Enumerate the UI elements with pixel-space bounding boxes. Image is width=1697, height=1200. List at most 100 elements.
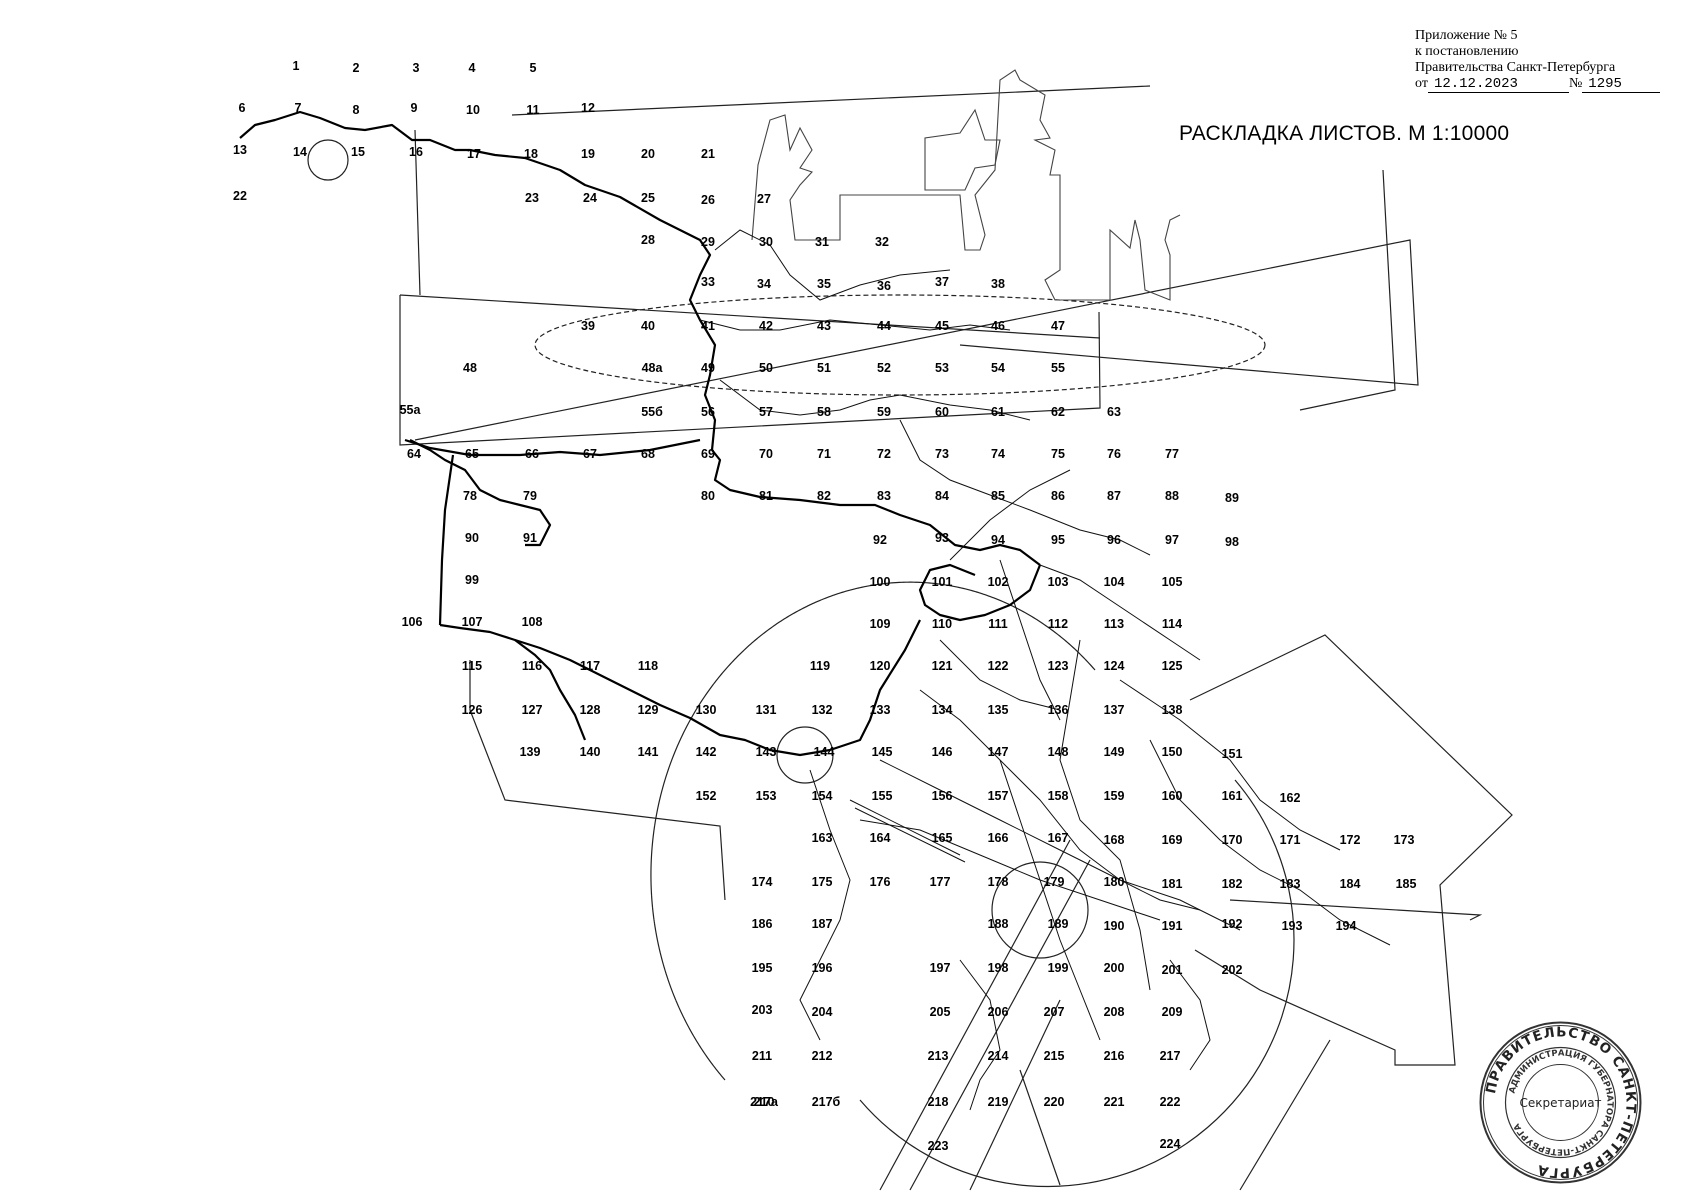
sheet-label: 168: [1104, 833, 1125, 847]
sheet-label: 183: [1280, 877, 1301, 891]
sheet-label: 53: [935, 361, 949, 375]
sheet-label: 179: [1044, 875, 1065, 889]
sheet-label: 196: [812, 961, 833, 975]
sheet-label: 76: [1107, 447, 1121, 461]
document-header: Приложение № 5 к постановлению Правитель…: [1415, 28, 1685, 93]
sheet-label: 55а: [400, 403, 422, 417]
sheet-label: 123: [1048, 659, 1069, 673]
northwest-frame: [511, 85, 1151, 116]
sheet-label: 68: [641, 447, 655, 461]
sheet-label: 15: [351, 145, 365, 159]
sheet-label: 93: [935, 531, 949, 545]
sheet-label: 43: [817, 319, 831, 333]
sheet-label: 180: [1104, 875, 1125, 889]
sheet-label: 176: [870, 875, 891, 889]
sheet-label: 103: [1048, 575, 1069, 589]
sheet-label: 126: [462, 703, 483, 717]
south-arc: [859, 779, 1295, 1188]
sheet-label: 124: [1104, 659, 1125, 673]
sheet-label: 192: [1222, 917, 1243, 931]
sheet-label: 150: [1162, 745, 1183, 759]
sheet-label: 161: [1222, 789, 1243, 803]
road-east-2: [1149, 739, 1391, 946]
sheet-label: 16: [409, 145, 423, 159]
kronstadt-ellipse: [534, 294, 1266, 396]
sheet-label: 181: [1162, 877, 1183, 891]
sheet-label: 71: [817, 447, 831, 461]
sheet-label: 34: [757, 277, 771, 291]
road-north-2: [719, 379, 1031, 421]
sheet-label: 13: [233, 143, 247, 157]
sheet-label: 23: [525, 191, 539, 205]
sheet-label: 3: [413, 61, 420, 75]
sheet-label: 67: [583, 447, 597, 461]
sheet-label: 86: [1051, 489, 1065, 503]
sheet-label: 157: [988, 789, 1009, 803]
southeast-frame: [1189, 634, 1513, 1066]
sheet-label: 9: [411, 101, 418, 115]
sheet-label: 205: [930, 1005, 951, 1019]
sheet-label: 49: [701, 361, 715, 375]
sheet-label: 92: [873, 533, 887, 547]
kotlin-circle: [650, 581, 1096, 1081]
road-vyborg: [714, 229, 951, 301]
sheet-label: 38: [991, 277, 1005, 291]
sheet-label: 125: [1162, 659, 1183, 673]
header-line-1: Приложение № 5: [1415, 28, 1518, 43]
sheet-label: 27: [757, 192, 771, 206]
sheet-label: 105: [1162, 575, 1183, 589]
sheet-label: 135: [988, 703, 1009, 717]
road-south-5: [1059, 639, 1151, 991]
sheet-label: 143: [756, 745, 777, 759]
sheet-label: 1: [293, 59, 300, 73]
sheet-label: 20: [641, 147, 655, 161]
sheet-label: 62: [1051, 405, 1065, 419]
sheet-label: 72: [877, 447, 891, 461]
sheet-label: 85: [991, 489, 1005, 503]
sheet-label: 74: [991, 447, 1005, 461]
sheet-label: 60: [935, 405, 949, 419]
document-number: 1295: [1582, 76, 1661, 93]
sheet-label: 110: [932, 617, 952, 631]
sheet-label: 129: [638, 703, 659, 717]
sheet-label: 132: [812, 703, 833, 717]
sheet-label: 55: [1051, 361, 1065, 375]
kronstadt-frame: [399, 294, 1101, 339]
sheet-label: 89: [1225, 491, 1239, 505]
sheet-label: 202: [1222, 963, 1243, 977]
sheet-label: 159: [1104, 789, 1125, 803]
road-city-grid-2: [939, 639, 1061, 711]
sheet-label: 87: [1107, 489, 1121, 503]
sheet-label: 79: [523, 489, 537, 503]
forest-contour: [751, 69, 1181, 301]
sheet-label: 115: [462, 659, 482, 673]
sheet-label: 36: [877, 279, 891, 293]
sheet-label: 119: [810, 659, 830, 673]
sheet-label: 184: [1340, 877, 1361, 891]
sheet-label: 122: [988, 659, 1009, 673]
sheet-label: 83: [877, 489, 891, 503]
sheet-label: 175: [812, 875, 833, 889]
sheet-label: 195: [752, 961, 773, 975]
sheet-label: 24: [583, 191, 597, 205]
sheet-label: 147: [988, 745, 1009, 759]
sheet-label: 26: [701, 193, 715, 207]
sheet-label: 217: [1160, 1049, 1181, 1063]
header-line-3: Правительства Санкт-Петербурга: [1415, 60, 1616, 75]
sheet-label: 54: [991, 361, 1005, 375]
sheet-label: 171: [1280, 833, 1301, 847]
sheet-label: 117: [580, 659, 600, 673]
sheet-label: 208: [1104, 1005, 1125, 1019]
sheet-label: 44: [877, 319, 891, 333]
road-east-1: [1039, 564, 1201, 661]
sheet-label: 169: [1162, 833, 1183, 847]
road-east-3: [1119, 679, 1341, 851]
sheet-label: 155: [872, 789, 893, 803]
sheet-label: 35: [817, 277, 831, 291]
sheet-label: 45: [935, 319, 949, 333]
road-line-1: [879, 839, 1071, 1191]
sheet-label: 90: [465, 531, 479, 545]
sheet-label: 210: [754, 1095, 775, 1109]
sheet-label: 216: [1104, 1049, 1125, 1063]
sheet-label: 200: [1104, 961, 1125, 975]
